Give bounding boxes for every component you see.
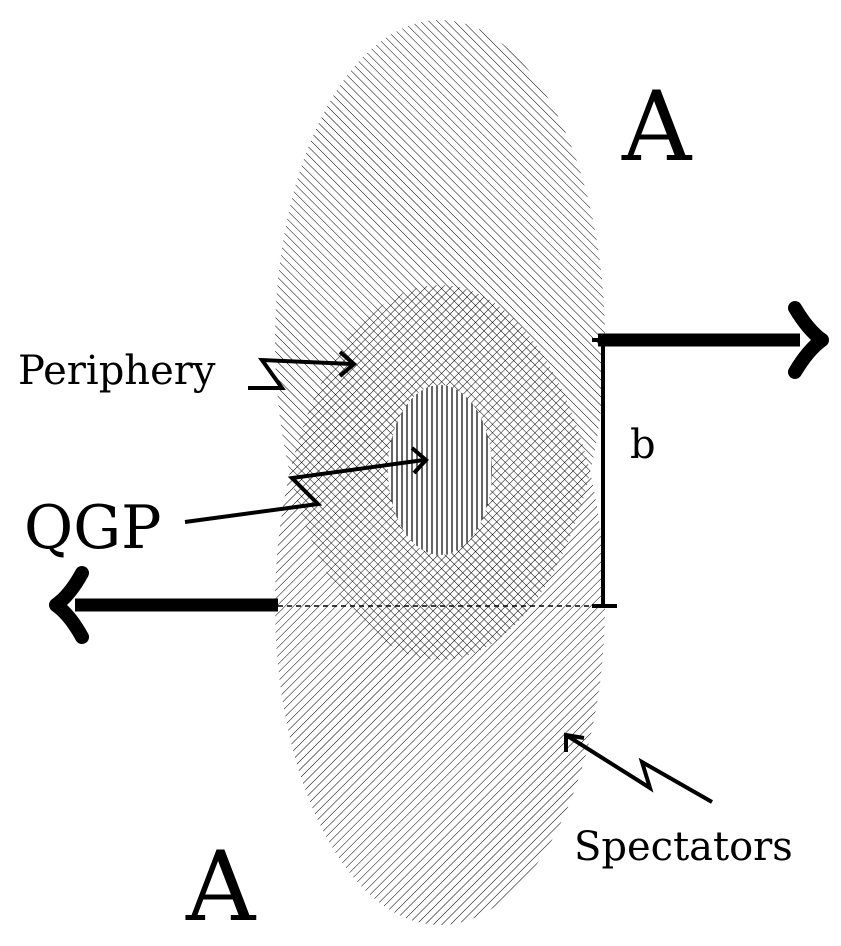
nucleus-bottom-label: A [185,831,257,943]
qgp-label: QGP [24,493,162,563]
nucleus-bottom [275,285,605,925]
periphery-label: Periphery [18,348,216,394]
impact-parameter-marker [278,338,617,608]
periphery-pointer [248,350,358,390]
impact-parameter-label: b [630,422,656,468]
qgp-pointer [184,446,429,524]
spectators-pointer [564,732,713,804]
spectators-label: Spectators [574,824,793,870]
nucleus-top-label: A [621,71,693,183]
beam-arrow-right [598,301,829,379]
beam-arrow-left [49,566,278,644]
